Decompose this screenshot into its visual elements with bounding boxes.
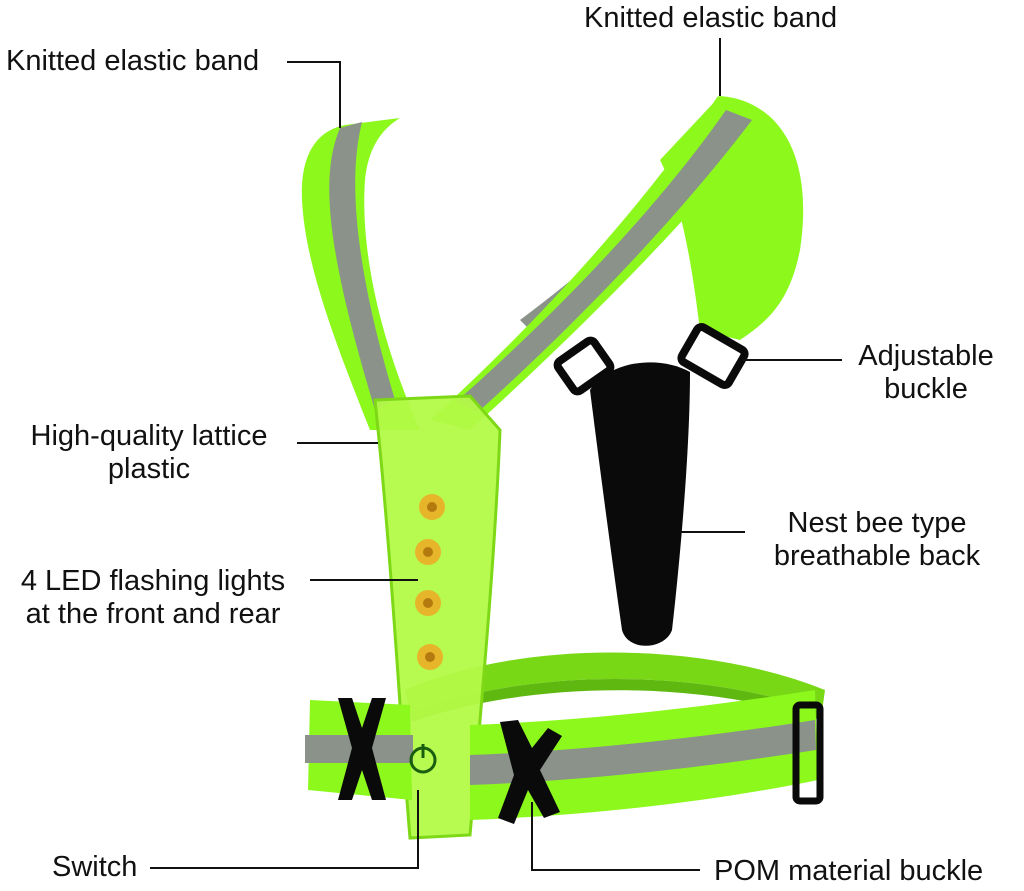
label-switch: Switch bbox=[52, 851, 138, 883]
pom-buckle-left bbox=[338, 698, 386, 800]
label-led-line2: at the front and rear bbox=[25, 598, 281, 630]
belt-back bbox=[405, 652, 825, 712]
label-pom-buckle: POM material buckle bbox=[714, 855, 984, 887]
label-adjustable-buckle: Adjustable buckle bbox=[845, 340, 1007, 406]
label-lattice-line2: plastic bbox=[107, 453, 191, 485]
label-back-line1: Nest bee type bbox=[787, 507, 967, 539]
adjustable-buckle-left bbox=[553, 336, 615, 396]
adjustable-buckle-right bbox=[677, 323, 749, 389]
label-band-left: Knitted elastic band bbox=[6, 45, 260, 77]
belt-front-right-reflective bbox=[470, 720, 816, 785]
label-band-top: Knitted elastic band bbox=[584, 2, 838, 34]
label-led-lights: 4 LED flashing lights at the front and r… bbox=[2, 565, 304, 631]
lattice-front-panel-edge bbox=[373, 394, 502, 840]
belt-end-buckle bbox=[792, 701, 824, 805]
label-adjustable-buckle-line1: Adjustable bbox=[858, 340, 994, 372]
label-lattice-plastic: High-quality lattice plastic bbox=[8, 420, 290, 486]
pom-buckle-center bbox=[498, 720, 562, 824]
label-led-line1: 4 LED flashing lights bbox=[20, 565, 286, 597]
label-adjustable-buckle-line2: buckle bbox=[884, 373, 968, 405]
label-breathable-back: Nest bee type breathable back bbox=[757, 507, 997, 573]
label-lattice-line1: High-quality lattice bbox=[30, 420, 268, 452]
belt-back-inner bbox=[410, 679, 822, 722]
left-strap-reflective bbox=[329, 122, 395, 410]
leader-lines bbox=[150, 38, 842, 871]
mesh-back-panel bbox=[590, 362, 690, 646]
label-back-line2: breathable back bbox=[773, 540, 981, 572]
cross-strap-reflective bbox=[456, 110, 752, 412]
led-light-icon bbox=[415, 494, 445, 670]
power-icon bbox=[409, 744, 437, 774]
